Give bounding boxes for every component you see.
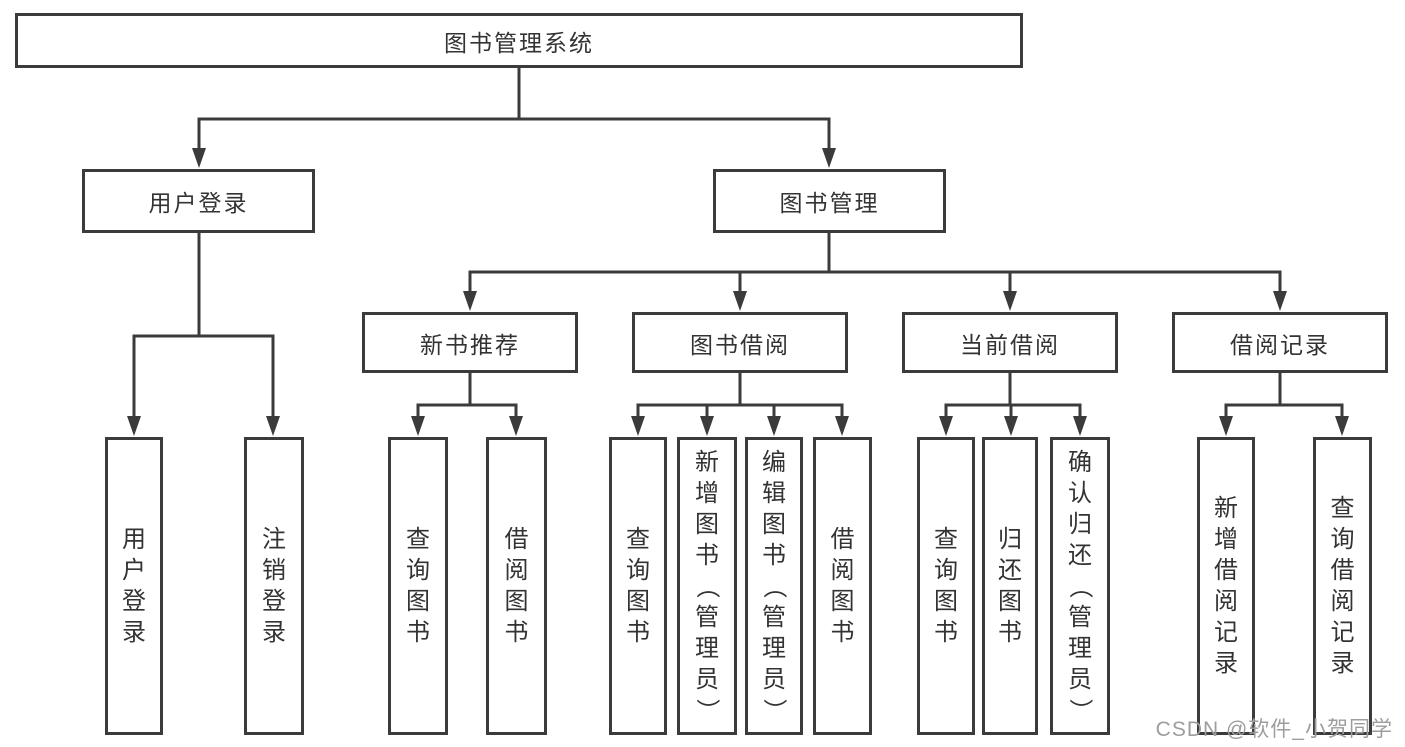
- node-label: 借阅图书: [504, 526, 529, 646]
- leaf-return-books: 归还图书: [982, 437, 1038, 735]
- node-book-borrow: 图书借阅: [632, 312, 848, 373]
- node-label: 当前借阅: [960, 331, 1060, 358]
- node-book-management: 图书管理: [713, 169, 946, 233]
- node-new-book-recommend: 新书推荐: [362, 312, 578, 373]
- leaf-logout: 注销登录: [244, 437, 304, 735]
- leaf-borrow-books-recommend: 借阅图书: [486, 437, 547, 735]
- arrowheads: [127, 148, 1349, 436]
- node-label: 借阅图书: [830, 526, 855, 646]
- node-label: 借阅记录: [1230, 331, 1330, 358]
- node-label: 图书管理: [779, 190, 880, 216]
- node-label: 新增图书（管理员）: [693, 448, 721, 723]
- node-label: 编辑图书（管理员）: [760, 448, 788, 723]
- node-label: 注销登录: [262, 526, 286, 646]
- node-label: 查询图书: [406, 526, 430, 646]
- node-label: 归还图书: [998, 526, 1022, 646]
- leaf-add-books-admin: 新增图书（管理员）: [677, 437, 737, 735]
- leaf-query-books-recommend: 查询图书: [388, 437, 448, 735]
- node-current-borrow: 当前借阅: [902, 312, 1118, 373]
- node-user-login: 用户登录: [82, 169, 315, 233]
- leaf-add-borrow-record: 新增借阅记录: [1197, 437, 1255, 735]
- node-borrow-records: 借阅记录: [1172, 312, 1388, 373]
- leaf-user-login: 用户登录: [105, 437, 163, 735]
- node-label: 图书管理系统: [444, 29, 594, 56]
- node-label: 查询借阅记录: [1330, 495, 1355, 677]
- node-label: 新增借阅记录: [1214, 495, 1238, 677]
- leaf-query-borrow-record: 查询借阅记录: [1313, 437, 1372, 735]
- watermark: CSDN @软件_小贺同学: [1155, 718, 1393, 741]
- node-label: 用户登录: [122, 526, 146, 646]
- node-label: 用户登录: [148, 190, 249, 216]
- node-label: 图书借阅: [690, 331, 790, 358]
- leaf-borrow-books: 借阅图书: [813, 437, 872, 735]
- node-label: 确认归还（管理员）: [1066, 448, 1094, 723]
- leaf-query-books-borrow: 查询图书: [609, 437, 667, 735]
- node-label: 查询图书: [626, 526, 650, 646]
- node-root: 图书管理系统: [15, 13, 1023, 68]
- node-label: 查询图书: [934, 526, 958, 646]
- node-label: 新书推荐: [420, 331, 520, 358]
- leaf-edit-books-admin: 编辑图书（管理员）: [745, 437, 803, 735]
- leaf-confirm-return-admin: 确认归还（管理员）: [1050, 437, 1110, 735]
- leaf-query-books-current: 查询图书: [917, 437, 975, 735]
